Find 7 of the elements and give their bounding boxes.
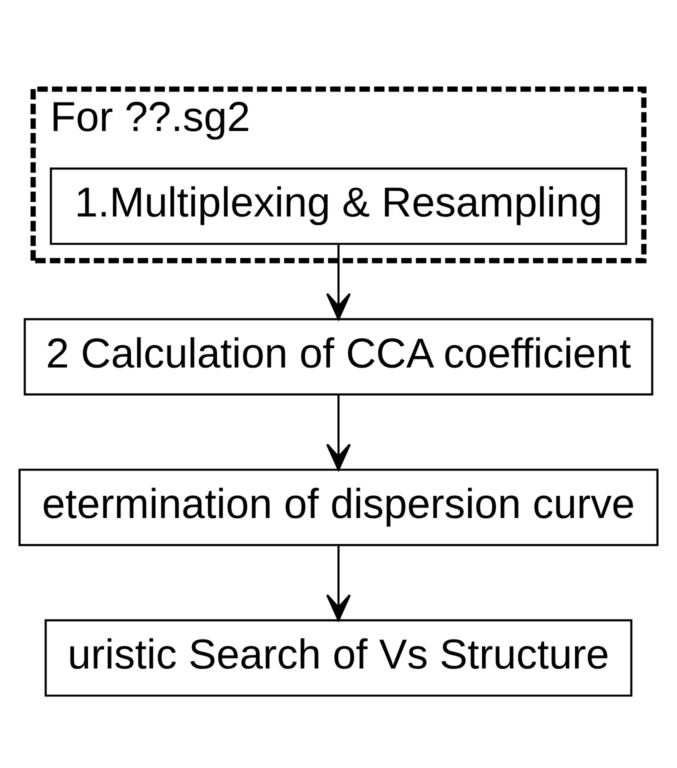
arrow: [326, 546, 351, 622]
node-box: 1.Multiplexing & Resampling: [50, 168, 628, 245]
node-box: uristic Search of Vs Structure: [44, 619, 632, 697]
arrow: [326, 244, 351, 320]
arrow: [326, 395, 351, 471]
node-box: etermination of dispersion curve: [18, 468, 658, 546]
node-box: 2 Calculation of CCA coefficient: [24, 318, 654, 396]
